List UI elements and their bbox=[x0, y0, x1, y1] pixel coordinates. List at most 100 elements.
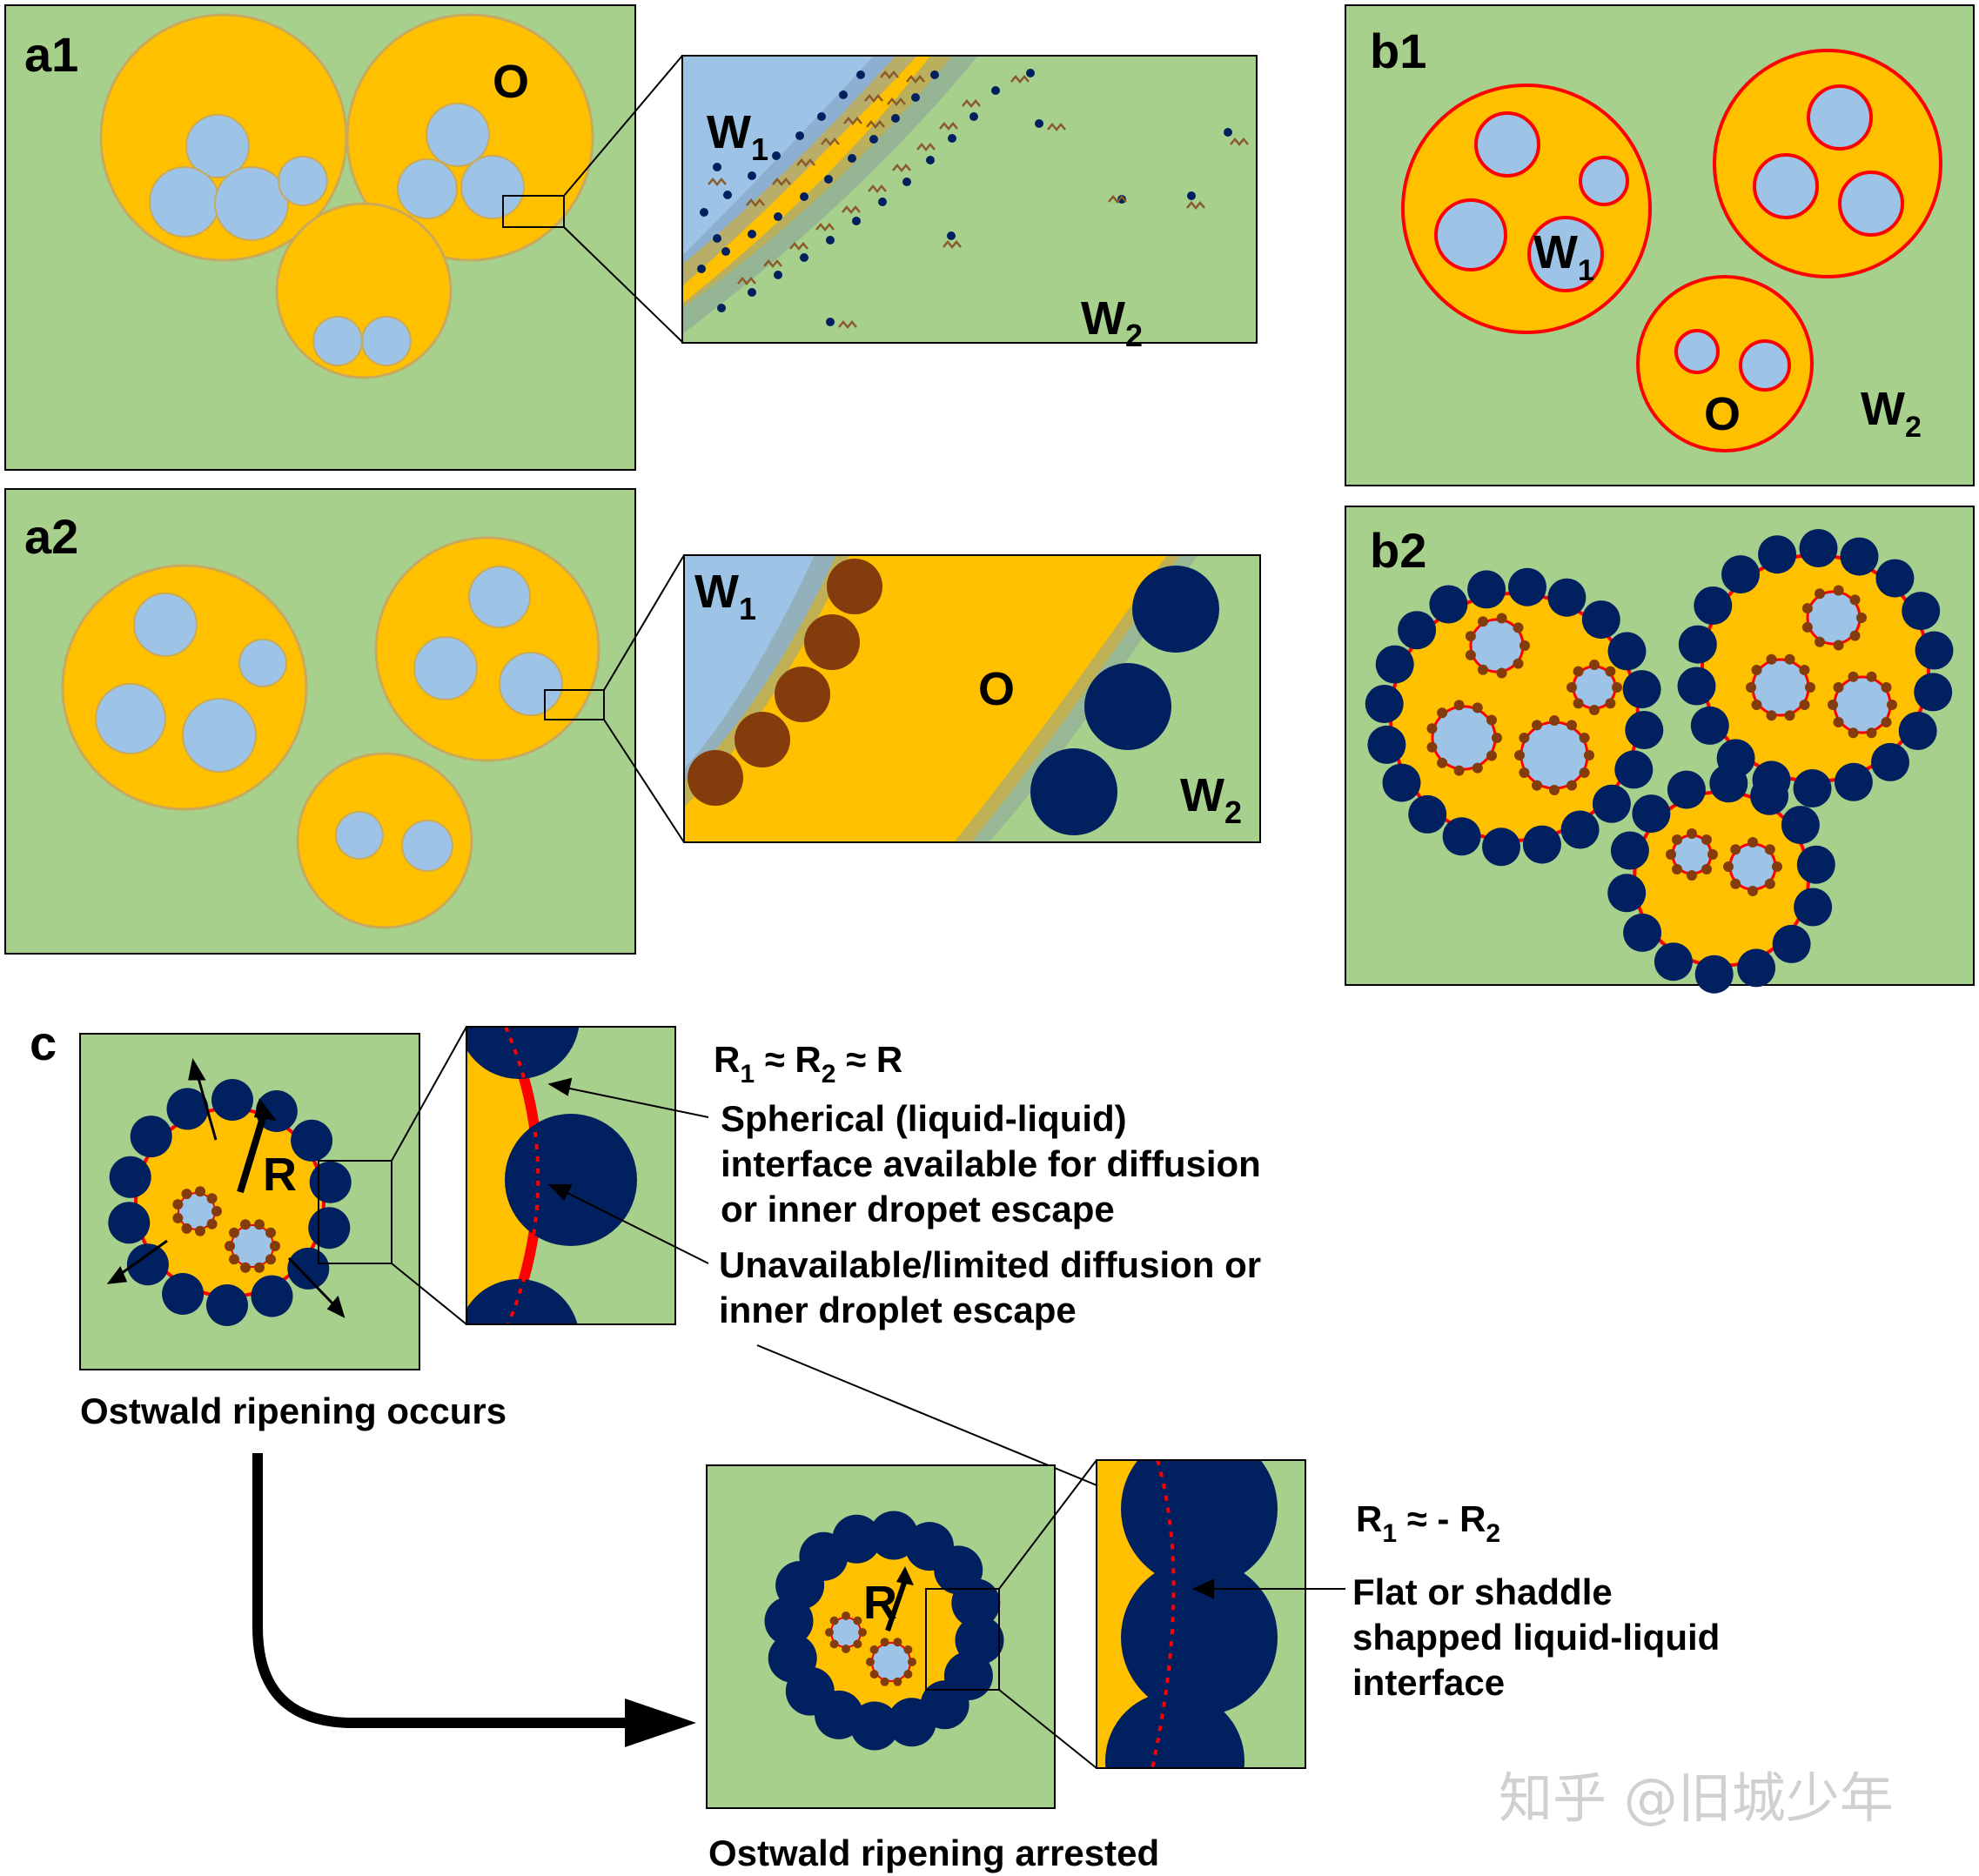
w2-label: W2 bbox=[1861, 383, 1922, 444]
shell-particle bbox=[1367, 725, 1406, 764]
w2-label: W2 bbox=[1081, 292, 1143, 353]
inner-particle bbox=[1730, 878, 1741, 889]
inner-particle bbox=[1723, 861, 1734, 872]
shell-particle bbox=[887, 1698, 936, 1747]
shell-particle bbox=[109, 1156, 151, 1198]
inner-particle bbox=[240, 1262, 251, 1273]
shell-particle bbox=[1914, 673, 1953, 712]
w1-label: W1 bbox=[694, 566, 756, 626]
w2-label: W2 bbox=[1180, 769, 1242, 830]
inner-particle bbox=[1687, 870, 1697, 881]
shell-particle bbox=[1625, 711, 1664, 749]
inner-particle bbox=[1701, 864, 1712, 874]
inner-particle bbox=[265, 1227, 276, 1238]
pointer-arrows bbox=[1191, 1578, 1345, 1599]
inner-particle bbox=[1426, 741, 1438, 753]
expansion-arrows bbox=[106, 1057, 345, 1318]
inner-particle bbox=[1833, 585, 1844, 596]
shell-particle bbox=[1622, 670, 1661, 709]
shell-particle bbox=[1398, 611, 1437, 650]
inner-particle bbox=[1496, 613, 1507, 624]
panel-a1: a1 O bbox=[4, 4, 683, 471]
oil-label: O bbox=[493, 56, 529, 108]
inner-particle bbox=[866, 1658, 875, 1666]
inner-particle bbox=[172, 1212, 184, 1223]
w1-label: W1 bbox=[707, 106, 768, 167]
inner-particle bbox=[1801, 621, 1813, 633]
oil-label: O bbox=[978, 663, 1015, 715]
inner-particle bbox=[1579, 767, 1590, 778]
shell-particle bbox=[1623, 913, 1662, 952]
inner-particles bbox=[1426, 585, 1897, 896]
inner-particle bbox=[880, 1677, 889, 1686]
inner-particle bbox=[1589, 705, 1600, 715]
inner-particle bbox=[254, 1262, 265, 1273]
inner-particle bbox=[229, 1254, 239, 1265]
inner-particle bbox=[1496, 667, 1507, 679]
shell-particle bbox=[1799, 529, 1838, 567]
inner-particle bbox=[206, 1218, 218, 1229]
surfactant-tails bbox=[708, 70, 1249, 329]
inner-particle bbox=[1784, 653, 1795, 665]
shell-particle bbox=[1781, 806, 1820, 845]
shell-particle bbox=[1467, 570, 1506, 609]
inner-particle bbox=[1856, 613, 1867, 623]
shell-particle bbox=[1522, 825, 1561, 864]
shell-particle bbox=[1750, 776, 1789, 815]
shell-particle bbox=[1482, 827, 1520, 867]
inner-particle bbox=[858, 1628, 867, 1637]
inner-particle bbox=[1701, 834, 1712, 845]
zoom-a1: W1 W2 bbox=[681, 55, 1258, 353]
shell-particle bbox=[1607, 632, 1647, 671]
inner-particle bbox=[1478, 616, 1488, 627]
inner-particle bbox=[1751, 665, 1762, 675]
inner-particle bbox=[1666, 849, 1676, 860]
oil-droplet bbox=[1389, 553, 1930, 968]
inner-particle bbox=[1472, 762, 1483, 774]
shell-particle bbox=[1581, 600, 1620, 640]
inner-particle bbox=[240, 1219, 251, 1230]
shell-particle bbox=[162, 1273, 205, 1315]
inner-particle bbox=[1579, 733, 1590, 743]
inner-particle bbox=[829, 1639, 839, 1649]
radius-label: R bbox=[863, 1577, 897, 1629]
inner-particle bbox=[829, 1616, 839, 1625]
inner-particle bbox=[1766, 653, 1777, 665]
inner-water-droplets bbox=[95, 566, 563, 872]
shell-particle bbox=[251, 1275, 293, 1317]
shell-particle bbox=[166, 1088, 209, 1130]
transition-arrowhead bbox=[625, 1698, 696, 1747]
inner-particle bbox=[1848, 727, 1859, 739]
panel-c: c R R1 ≈ R2 ≈ R bbox=[30, 1015, 1720, 1873]
shell-particle bbox=[1794, 888, 1833, 927]
inner-particle bbox=[1486, 714, 1497, 726]
surfactant-molecules bbox=[697, 69, 1232, 326]
inner-particle bbox=[225, 1241, 235, 1251]
shell-particle bbox=[1429, 585, 1468, 624]
inner-particle bbox=[1566, 720, 1577, 731]
panel-label-a2: a2 bbox=[24, 509, 78, 564]
inner-particle bbox=[1799, 700, 1810, 710]
inner-particle bbox=[1486, 750, 1497, 761]
inner-particle bbox=[1453, 765, 1465, 776]
inner-particle bbox=[1532, 780, 1542, 791]
inner-particle bbox=[1815, 588, 1825, 600]
inner-particle bbox=[1573, 666, 1584, 677]
shell-particle bbox=[1382, 763, 1421, 802]
shell-particle bbox=[1915, 631, 1954, 670]
shell-particle bbox=[1607, 874, 1647, 913]
panel-b1: b1 W1 O W2 bbox=[1345, 4, 1975, 486]
inner-particle bbox=[1815, 636, 1825, 647]
shell-particle bbox=[291, 1119, 333, 1162]
shell-particle bbox=[287, 1247, 330, 1290]
inner-particle bbox=[265, 1254, 276, 1265]
hydrophobic-particles bbox=[688, 559, 882, 806]
shell-particle bbox=[130, 1116, 172, 1158]
shell-particle bbox=[1690, 706, 1729, 745]
inner-particle bbox=[1881, 717, 1892, 727]
inner-particle bbox=[1519, 640, 1530, 651]
inner-particle bbox=[842, 1645, 850, 1653]
w1-label: W1 bbox=[1533, 226, 1594, 287]
inner-particle bbox=[1766, 710, 1777, 721]
inner-particle bbox=[1465, 631, 1476, 642]
